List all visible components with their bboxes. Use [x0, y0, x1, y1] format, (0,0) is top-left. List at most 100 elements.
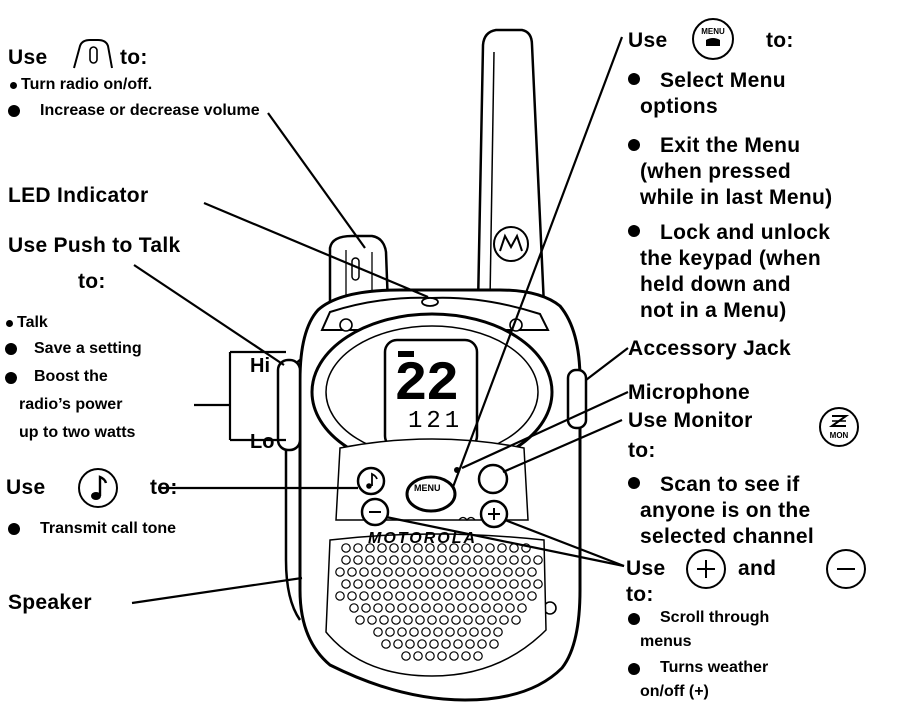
speaker-hole: [461, 543, 471, 553]
plus-button: [479, 499, 509, 529]
volume-to: to:: [120, 46, 148, 69]
speaker-hole: [505, 603, 515, 613]
display-channel: 22: [394, 352, 459, 416]
microphone-label: Microphone: [628, 381, 750, 404]
speaker-hole: [433, 627, 443, 637]
speaker-hole: [383, 591, 393, 601]
speaker-hole: [401, 651, 411, 661]
speaker-hole: [477, 639, 487, 649]
brand-label: MOTOROLA: [368, 530, 478, 547]
tone-item-1: Transmit call tone: [40, 520, 177, 537]
speaker-hole: [413, 555, 423, 565]
speaker-hole: [457, 627, 467, 637]
speaker-hole: [473, 651, 483, 661]
speaker-hole: [335, 567, 345, 577]
ptt-button: [276, 358, 302, 452]
speaker-hole: [509, 579, 519, 589]
speaker-hole: [367, 615, 377, 625]
speaker-hole: [425, 555, 435, 565]
speaker-hole: [341, 543, 351, 553]
speaker-hole: [515, 591, 525, 601]
speaker-hole: [417, 639, 427, 649]
speaker-hole: [425, 579, 435, 589]
monitor-to: to:: [628, 439, 656, 462]
svg-text:MON: MON: [830, 431, 849, 440]
menu-item-2-line-1: Exit the Menu: [660, 134, 801, 157]
speaker-hole: [389, 543, 399, 553]
monitor-button: [477, 463, 509, 495]
speaker-hole: [407, 567, 417, 577]
svg-text:MENU: MENU: [701, 27, 725, 36]
volume-item-1: Turn radio on/off.: [21, 76, 153, 93]
minus-icon: [826, 549, 866, 589]
speaker-hole: [473, 555, 483, 565]
speaker-hole: [377, 555, 387, 565]
speaker-hole: [413, 651, 423, 661]
speaker-hole: [469, 603, 479, 613]
menu-item-3-line-2: the keypad (when: [640, 247, 822, 270]
menu-item-2-line-3: while in last Menu): [640, 186, 833, 209]
antenna: [476, 28, 546, 308]
volume-use: Use: [8, 46, 48, 69]
speaker-hole: [425, 543, 435, 553]
speaker-hole: [521, 555, 531, 565]
speaker-hole: [461, 651, 471, 661]
speaker-hole: [405, 639, 415, 649]
menu-item-1-line-1: Select Menu: [660, 69, 786, 92]
speaker-hole: [479, 567, 489, 577]
ptt-title: Use Push to Talk: [8, 234, 181, 257]
speaker-hole: [413, 579, 423, 589]
ptt-item-4: radio’s power: [19, 396, 123, 413]
leader-lines: [131, 36, 629, 605]
speaker-hole: [353, 555, 363, 565]
speaker-hole: [503, 567, 513, 577]
menu-item-2-line-2: (when pressed: [640, 160, 791, 183]
monitor-item-line-3: selected channel: [640, 525, 815, 548]
speaker-hole: [431, 591, 441, 601]
speaker-hole: [427, 615, 437, 625]
speaker-hole: [385, 603, 395, 613]
tone-use: Use: [6, 476, 46, 499]
speaker-hole: [485, 543, 495, 553]
speaker-hole: [467, 591, 477, 601]
speaker-hole: [453, 639, 463, 649]
monitor-item-line-2: anyone is on the: [640, 499, 811, 522]
speaker-hole: [431, 567, 441, 577]
speaker-hole: [511, 615, 521, 625]
speaker-hole: [515, 567, 525, 577]
scroll-item-1-line-2: menus: [640, 633, 692, 650]
speaker-hole: [449, 579, 459, 589]
speaker-hole: [449, 651, 459, 661]
speaker-hole: [359, 591, 369, 601]
speaker-hole: [493, 603, 503, 613]
speaker-hole: [341, 579, 351, 589]
speaker-hole: [373, 627, 383, 637]
led-indicator: [421, 297, 439, 307]
speaker-hole: [437, 543, 447, 553]
speaker-hole: [461, 579, 471, 589]
speaker-hole: [419, 591, 429, 601]
speaker-hole: [347, 591, 357, 601]
speaker-hole: [403, 615, 413, 625]
speaker-hole: [359, 567, 369, 577]
speaker-hole: [437, 579, 447, 589]
minus-button: [360, 497, 390, 527]
speaker-hole: [491, 591, 501, 601]
tone-to: to:: [150, 476, 178, 499]
speaker-hole: [385, 627, 395, 637]
scroll-use: Use: [626, 557, 666, 580]
speaker-hole: [497, 543, 507, 553]
speaker-hole: [425, 651, 435, 661]
speaker-hole: [415, 615, 425, 625]
speaker-hole: [371, 567, 381, 577]
speaker-hole: [383, 567, 393, 577]
speaker-hole: [481, 627, 491, 637]
speaker-hole: [481, 603, 491, 613]
speaker-hole: [395, 591, 405, 601]
speaker-hole: [493, 627, 503, 637]
scroll-and: and: [738, 557, 777, 580]
speaker-hole: [401, 555, 411, 565]
volume-item-2: Increase or decrease volume: [40, 102, 260, 119]
speaker-hole: [401, 579, 411, 589]
speaker-hole: [381, 639, 391, 649]
